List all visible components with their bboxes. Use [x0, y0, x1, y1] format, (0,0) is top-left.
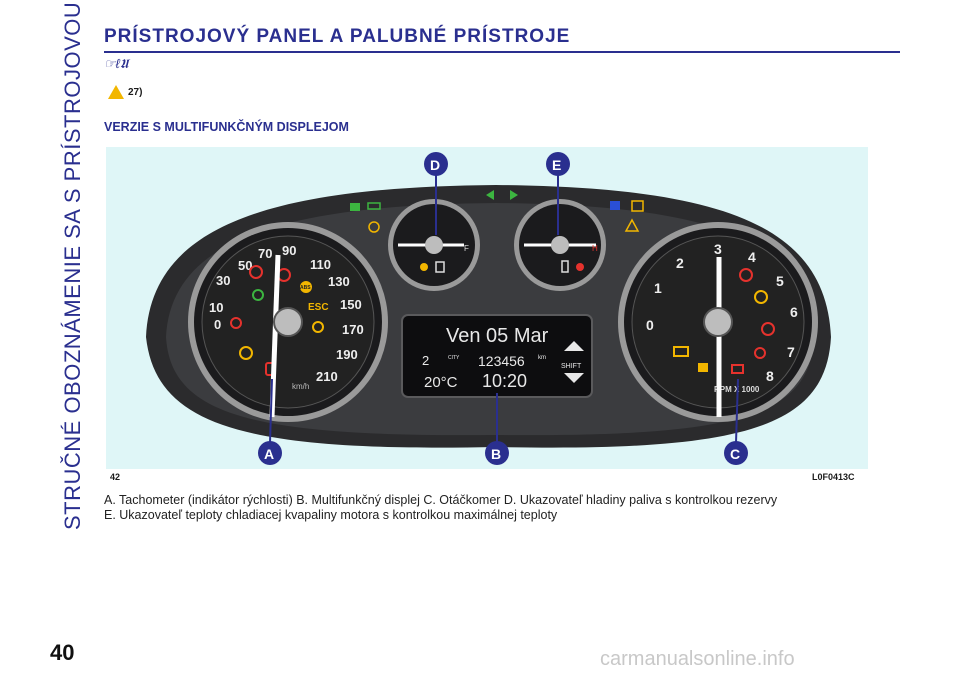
fuel-full-mark: F — [464, 244, 469, 253]
coolant-temp-gauge: H — [514, 199, 606, 291]
figure-code: L0F0413C — [812, 472, 855, 482]
display-gear: 2 — [422, 353, 429, 368]
door-lock-icon — [698, 363, 708, 372]
speed-label: 150 — [340, 297, 362, 312]
callout-b[interactable]: B — [485, 441, 509, 465]
service-icon — [312, 321, 324, 333]
callout-a-label: A — [264, 446, 274, 462]
display-odo-unit: km — [538, 355, 546, 361]
callout-c-leader — [735, 378, 739, 444]
chapter-label: STRUČNÉ OBOZNÁMENIE SA S PRÍSTROJOVOU — [60, 1, 85, 530]
caption-line-2: E. Ukazovateľ teploty chladiacej kvapali… — [104, 508, 558, 522]
high-beam-icon — [610, 201, 620, 210]
callout-e[interactable]: E — [546, 152, 570, 176]
callout-d[interactable]: D — [424, 152, 448, 176]
brake-warning-icon — [249, 265, 263, 279]
brake-icon — [230, 317, 242, 329]
reference-icon: ☞ℓ𝖀 — [104, 56, 129, 71]
instrument-cluster-figure: 0 10 30 50 70 90 110 130 150 170 190 210… — [106, 147, 868, 469]
speed-label: 30 — [216, 273, 230, 288]
speed-label: 130 — [328, 274, 350, 289]
rpm-label: 1 — [654, 280, 662, 296]
speed-label: 0 — [214, 317, 221, 332]
display-trip-label: CITY — [448, 355, 460, 361]
passenger-airbag-icon — [754, 290, 768, 304]
esc-icon: ESC — [308, 302, 329, 313]
caption-line-1: A. Tachometer (indikátor rýchlosti) B. M… — [104, 493, 778, 507]
speed-label: 110 — [310, 257, 331, 272]
sidebar-chapter-tab: STRUČNÉ OBOZNÁMENIE SA S PRÍSTROJOVOU — [52, 2, 92, 530]
display-time: 10:20 — [482, 371, 527, 391]
oil-pressure-icon — [754, 347, 766, 359]
fuel-reserve-lamp — [420, 263, 428, 271]
speed-label: 210 — [316, 369, 338, 384]
temp-hot-mark: H — [592, 244, 598, 253]
engine-check-icon — [673, 346, 689, 357]
callout-b-label: B — [491, 446, 501, 462]
fuel-gauge: F — [388, 199, 480, 291]
rpm-label: 6 — [790, 304, 798, 320]
rpm-label: 7 — [787, 344, 795, 360]
general-warning-icon — [624, 218, 640, 232]
shift-label: SHIFT — [561, 363, 582, 370]
rpm-hub — [703, 307, 733, 337]
temp-max-lamp — [576, 263, 584, 271]
speed-label: 170 — [342, 322, 364, 337]
section-subtitle: VERZIE S MULTIFUNKČNÝM DISPLEJOM — [104, 120, 349, 134]
figure-caption: A. Tachometer (indikátor rýchlosti) B. M… — [104, 493, 884, 523]
page-title: PRÍSTROJOVÝ PANEL A PALUBNÉ PRÍSTROJE — [104, 26, 571, 47]
callout-e-label: E — [552, 157, 561, 173]
speed-label: 50 — [238, 258, 252, 273]
tyre-pressure-icon — [239, 346, 253, 360]
rpm-label: 0 — [646, 317, 654, 333]
speed-label: 190 — [336, 347, 358, 362]
rpm-label: 8 — [766, 368, 774, 384]
abs-icon — [300, 281, 312, 293]
airbag-icon — [739, 268, 753, 282]
position-lights-icon — [367, 202, 381, 210]
warning-ref-number[interactable]: 27) — [128, 86, 143, 98]
rpm-label: 5 — [776, 273, 784, 289]
warning-icon — [108, 85, 124, 99]
callout-a[interactable]: A — [258, 441, 282, 465]
shift-down-icon — [564, 373, 584, 383]
page-number: 40 — [50, 640, 75, 665]
display-temperature: 20°C — [424, 374, 458, 391]
turn-left-icon — [486, 190, 494, 200]
figure-number: 42 — [110, 472, 121, 482]
speed-label: 10 — [209, 300, 223, 315]
speedometer: 0 10 30 50 70 90 110 130 150 170 190 210… — [188, 222, 388, 422]
tachometer: 0 1 2 3 4 5 6 7 8 RPM X 1000 — [618, 222, 818, 422]
speed-label: 90 — [282, 243, 296, 258]
headlight-icon — [252, 289, 264, 301]
shift-up-icon — [564, 341, 584, 351]
instrument-cluster-illustration: 0 10 30 50 70 90 110 130 150 170 190 210… — [146, 152, 831, 465]
speed-unit: km/h — [292, 382, 309, 391]
battery-icon — [731, 364, 744, 374]
rpm-label: 3 — [714, 241, 722, 257]
warning-reference: 27) — [108, 85, 142, 99]
fuel-pump-icon — [435, 261, 445, 273]
callout-c[interactable]: C — [724, 441, 748, 465]
speed-needle — [269, 254, 281, 418]
power-steering-icon — [761, 322, 775, 336]
display-odometer: 123456 — [478, 353, 525, 369]
title-rule — [104, 51, 900, 53]
display-date: Ven 05 Mar — [446, 325, 549, 347]
callout-a-leader — [269, 378, 273, 444]
callout-d-label: D — [430, 157, 440, 173]
turn-right-icon — [510, 190, 518, 200]
coolant-icon — [561, 260, 569, 273]
abs-label: ABS — [300, 285, 311, 291]
glow-plug-icon — [368, 221, 380, 233]
rpm-label: 2 — [676, 255, 684, 271]
rpm-label: 4 — [748, 249, 756, 265]
multifunction-display: Ven 05 Mar 2 CITY 123456 km 20°C 10:20 S… — [401, 314, 593, 398]
callout-c-label: C — [730, 446, 740, 462]
front-fog-icon — [350, 203, 360, 211]
watermark[interactable]: carmanualsonline.info — [600, 648, 795, 670]
speed-label: 70 — [258, 246, 272, 261]
rear-fog-icon — [631, 200, 644, 212]
speed-hub — [273, 307, 303, 337]
